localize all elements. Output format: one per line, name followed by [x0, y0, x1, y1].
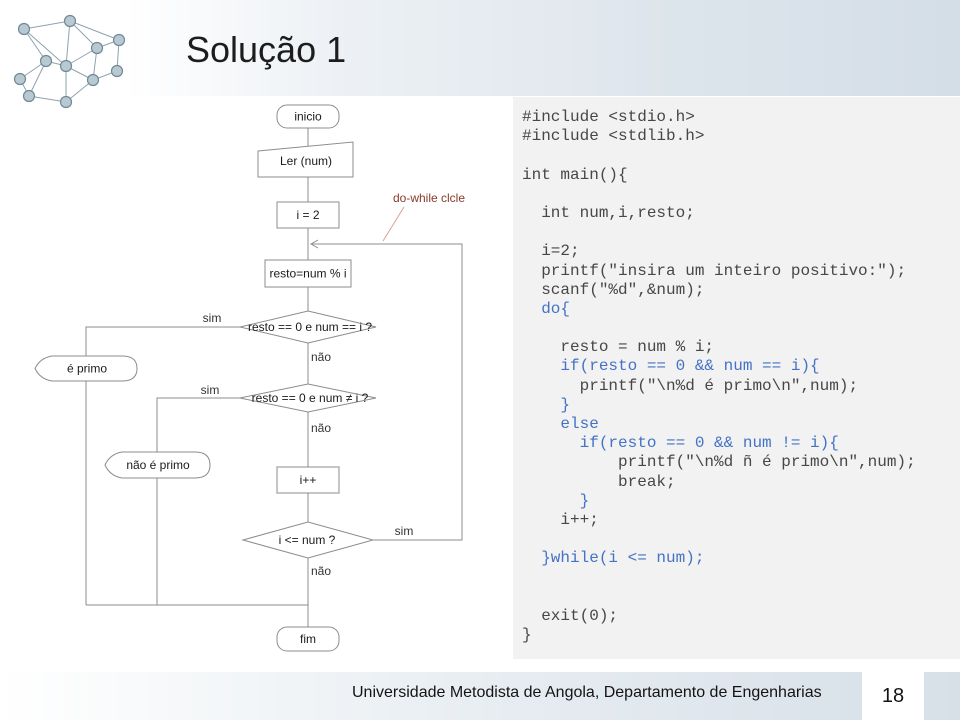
code-line: }while(i <= num);: [522, 549, 705, 568]
decision-prime: [239, 310, 377, 344]
decision-prime-label: resto == 0 e num == i ?: [248, 320, 372, 334]
code-line: #include <stdio.h>: [522, 108, 695, 126]
start-terminal: [276, 104, 340, 129]
network-node: [110, 64, 124, 78]
network-edge: [23, 28, 47, 62]
loop-back-connector: [311, 243, 463, 541]
decision-loop-label: i <= num ?: [279, 533, 336, 547]
network-edge: [28, 60, 47, 97]
code-line: break;: [522, 472, 676, 491]
input-shape: [257, 141, 354, 178]
code-blank-line: [522, 588, 916, 607]
increment-label: i++: [300, 473, 317, 487]
code-line: do{: [522, 299, 571, 318]
footer-band: [0, 672, 960, 720]
code-line: i=2;: [522, 242, 580, 261]
network-edge: [23, 20, 71, 30]
init-label: i = 2: [296, 208, 319, 222]
code-line: #include <stdlib.h>: [522, 127, 705, 146]
init-process: [276, 201, 340, 229]
code-blank-line: [522, 319, 916, 338]
footer-text: Universidade Metodista de Angola, Depart…: [352, 684, 822, 701]
network-node: [39, 54, 53, 68]
network-node: [90, 41, 104, 55]
decision-not-prime-yes-label: sim: [201, 383, 220, 397]
network-edge: [69, 20, 120, 41]
start-label: inicio: [294, 110, 322, 124]
code-line: resto = num % i;: [522, 338, 715, 357]
network-graph-icon: [13, 14, 126, 109]
code-line: i++;: [522, 510, 599, 529]
code-line: if(resto == 0 && num == i){: [522, 357, 820, 376]
annotation-callout-line: [382, 206, 405, 242]
network-node: [22, 89, 36, 103]
decision-not-prime: [239, 383, 377, 413]
code-line: }: [522, 491, 590, 510]
increment-process: [276, 466, 340, 494]
output-prime-label: é primo: [67, 362, 107, 376]
decision-not-prime-label: resto == 0 e num ≠ i ?: [252, 391, 369, 405]
code-line: int main(){: [522, 165, 628, 184]
input-label: Ler (num): [280, 154, 332, 168]
end-terminal: [276, 626, 340, 652]
network-node: [86, 73, 100, 87]
network-nodes: [13, 14, 126, 109]
decision-loop-yes-label: sim: [395, 524, 414, 538]
code-block: #include <stdio.h>#include <stdlib.h> int…: [522, 108, 916, 645]
page-number: 18: [881, 685, 905, 707]
connectors: [85, 128, 463, 627]
network-node: [112, 33, 126, 47]
compute-label: resto=num % i: [269, 267, 346, 281]
network-node: [63, 14, 77, 28]
code-blank-line: [522, 569, 916, 588]
loop-annotation: do-while clcle: [393, 191, 465, 205]
flowchart: inicio Ler (num) i = 2 resto=num % i res…: [34, 104, 465, 652]
network-node: [13, 72, 27, 86]
code-line: printf("\n%d é primo\n",num);: [522, 376, 859, 395]
decision-loop-no-label: não: [311, 564, 331, 578]
code-panel: #include <stdio.h>#include <stdlib.h> int…: [513, 97, 960, 659]
network-edge: [65, 20, 71, 67]
code-line: scanf("%d",&num);: [522, 280, 705, 299]
code-line: int num,i,resto;: [522, 203, 695, 222]
network-node: [59, 95, 73, 109]
code-blank-line: [522, 146, 916, 165]
network-node: [59, 59, 73, 73]
code-blank-line: [522, 530, 916, 549]
prime-branch-connector: [85, 326, 240, 356]
decision-not-prime-no-label: não: [311, 421, 331, 435]
shapes: [34, 104, 377, 652]
code-line: exit(0);: [522, 606, 619, 625]
output-prime-display: [34, 355, 138, 382]
network-edge: [28, 95, 67, 103]
decision-prime-no-label: não: [311, 350, 331, 364]
code-line: }: [522, 626, 532, 645]
loop-arrowhead: [309, 239, 319, 249]
output-not-prime-display: [104, 451, 211, 479]
code-line: printf("\n%d ñ é primo\n",num);: [522, 453, 916, 472]
code-line: else: [522, 415, 599, 433]
code-line: if(resto == 0 && num != i){: [522, 434, 839, 453]
page-number-box: 18: [862, 672, 924, 720]
header-band: [0, 0, 960, 96]
code-blank-line: [522, 185, 916, 204]
not-prime-branch-connector: [156, 397, 240, 452]
network-edge: [23, 28, 67, 67]
code-line: }: [522, 395, 571, 414]
decision-loop: [241, 521, 375, 559]
network-edge: [69, 20, 98, 49]
code-blank-line: [522, 223, 916, 242]
compute-process: [264, 259, 352, 288]
network-node: [17, 22, 31, 36]
code-line: printf("insira um inteiro positivo:");: [522, 261, 907, 280]
slide-title: Solução 1: [186, 29, 347, 70]
end-label: fim: [300, 632, 316, 646]
output-not-prime-label: não é primo: [126, 458, 190, 472]
decision-prime-yes-label: sim: [203, 311, 222, 325]
